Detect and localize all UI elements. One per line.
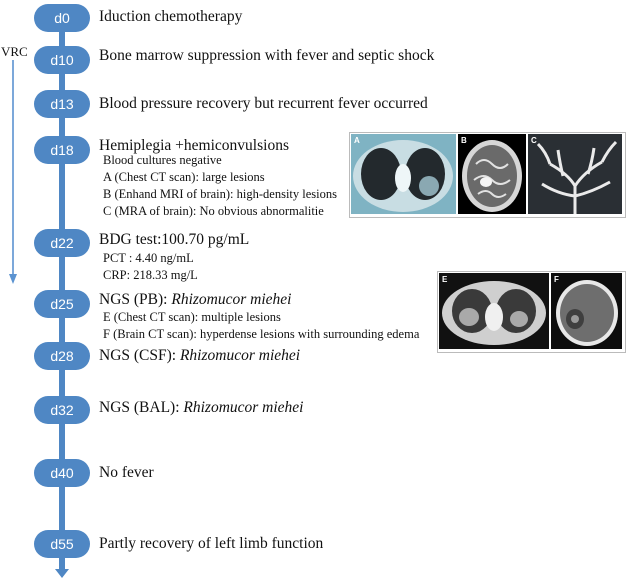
event-detail-d18-1: Blood cultures negative — [103, 153, 222, 167]
event-title-d40: No fever — [99, 464, 154, 481]
event-title-d18: Hemiplegia +hemiconvulsions — [99, 137, 289, 154]
scan-image-e: E — [439, 273, 549, 349]
event-title-d32-prefix: NGS (BAL): — [99, 399, 184, 416]
scan-image-b: B — [458, 134, 526, 214]
chest-ct-a-graphic — [351, 134, 456, 214]
organism-d32: Rhizomucor miehei — [183, 399, 304, 416]
event-detail-d25-2: F (Brain CT scan): hyperdense lesions wi… — [103, 327, 420, 341]
day-node-d40: d40 — [34, 459, 90, 487]
brain-mri-b-graphic — [462, 140, 522, 212]
day-node-d25: d25 — [34, 290, 90, 318]
day-node-d22: d22 — [34, 229, 90, 257]
scan-label-b: B — [461, 136, 467, 145]
organism-d25: Rhizomucor miehei — [171, 291, 292, 308]
day-node-d13: d13 — [34, 90, 90, 118]
brain-mra-c-graphic — [528, 134, 622, 214]
vrc-label: VRC — [1, 44, 28, 59]
timeline-arrowhead — [55, 569, 69, 578]
day-node-d0: d0 — [34, 4, 90, 32]
scan-label-c: C — [531, 136, 537, 145]
event-title-d32: NGS (BAL): Rhizomucor miehei — [99, 399, 304, 417]
event-detail-d18-3: B (Enhand MRI of brain): high-density le… — [103, 187, 337, 201]
day-node-d28: d28 — [34, 342, 90, 370]
event-title-d28-prefix: NGS (CSF): — [99, 347, 180, 364]
event-detail-d18-2: A (Chest CT scan): large lesions — [103, 170, 265, 184]
event-title-d10: Bone marrow suppression with fever and s… — [99, 47, 435, 64]
event-title-d25-prefix: NGS (PB): — [99, 291, 172, 308]
event-title-d28: NGS (CSF): Rhizomucor miehei — [99, 347, 300, 365]
scan-label-f: F — [554, 275, 559, 284]
event-detail-d25-1: E (Chest CT scan): multiple lesions — [103, 310, 281, 324]
day-node-d55: d55 — [34, 530, 90, 558]
chest-ct-e-graphic — [439, 273, 549, 349]
event-title-d13: Blood pressure recovery but recurrent fe… — [99, 95, 428, 112]
vrc-arrowhead — [9, 274, 17, 284]
event-detail-d22-2: CRP: 218.33 mg/L — [103, 268, 198, 282]
scan-image-c: C — [528, 134, 622, 214]
event-title-d0: Iduction chemotherapy — [99, 8, 243, 25]
organism-d28: Rhizomucor miehei — [179, 347, 301, 364]
event-detail-d18-4: C (MRA of brain): No obvious abnormaliti… — [103, 204, 324, 218]
event-title-d25: NGS (PB): Rhizomucor miehei — [99, 291, 291, 309]
scan-label-a: A — [354, 136, 360, 145]
day-node-d10: d10 — [34, 46, 90, 74]
scan-image-f: F — [551, 273, 622, 349]
day-node-d32: d32 — [34, 396, 90, 424]
event-detail-d22-1: PCT : 4.40 ng/mL — [103, 251, 194, 265]
event-title-d55: Partly recovery of left limb function — [99, 535, 324, 552]
day-node-d18: d18 — [34, 136, 90, 164]
event-title-d22: BDG test:100.70 pg/mL — [99, 231, 250, 248]
brain-ct-f-graphic — [551, 273, 622, 349]
scan-label-e: E — [442, 275, 448, 284]
scan-image-a: A — [351, 134, 456, 214]
